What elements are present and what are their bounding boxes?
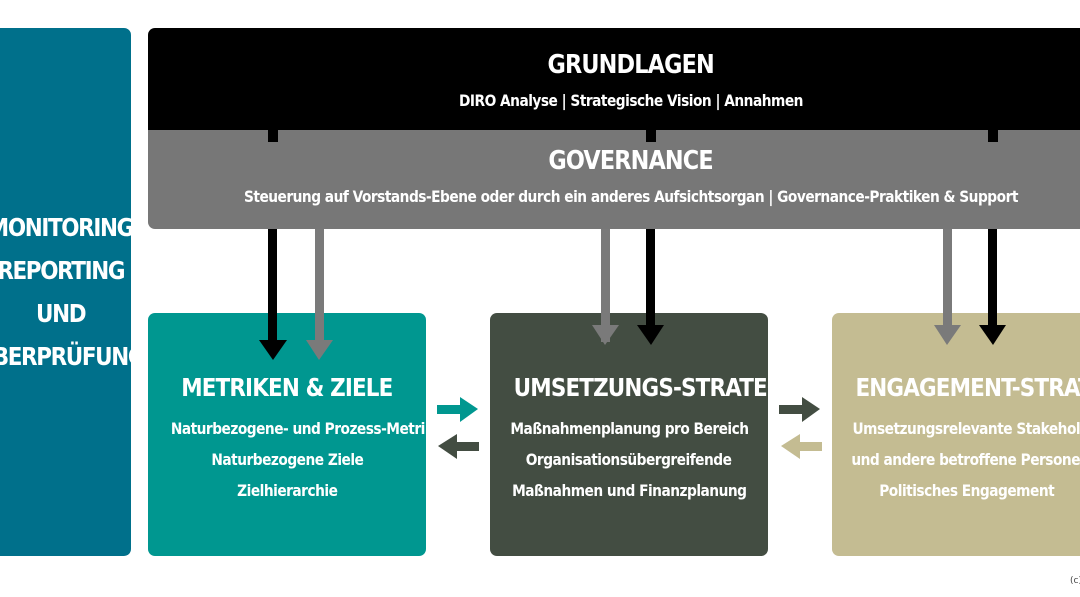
arrow-down-gray-engagement bbox=[934, 229, 961, 345]
connector-stub-center bbox=[646, 128, 656, 142]
arrow-right-umsetzung-to-engagement bbox=[779, 397, 820, 422]
connector-stub-right bbox=[988, 128, 998, 142]
connector-stub-left bbox=[268, 128, 278, 142]
arrow-down-black-umsetzung bbox=[637, 229, 664, 345]
arrow-right-metriken-to-umsetzung bbox=[437, 397, 478, 422]
engagement-line-3: Politisches Engagement bbox=[879, 481, 1055, 500]
engagement-strategie-card: ENGAGEMENT-STRATEGIE Umsetzungsrelevante… bbox=[832, 313, 1080, 556]
monitoring-line-1: MONITORING bbox=[0, 213, 134, 242]
governance-subtitle: Steuerung auf Vorstands-Ebene oder durch… bbox=[243, 187, 1018, 206]
umsetzung-line-1: Maßnahmenplanung pro Bereich bbox=[509, 419, 749, 438]
grundlagen-box: GRUNDLAGEN DIRO Analyse | Strategische V… bbox=[148, 28, 1080, 132]
arrow-down-gray-umsetzung bbox=[592, 229, 619, 345]
governance-box: GOVERNANCE Steuerung auf Vorstands-Ebene… bbox=[148, 130, 1080, 229]
grundlagen-title: GRUNDLAGEN bbox=[547, 50, 714, 80]
arrow-down-black-metriken bbox=[259, 229, 287, 360]
arrow-left-umsetzung-to-metriken bbox=[438, 434, 479, 459]
arrow-left-engagement-to-umsetzung bbox=[781, 434, 822, 459]
governance-title: GOVERNANCE bbox=[548, 146, 713, 176]
umsetzung-title: UMSETZUNGS-STRATEGIE bbox=[513, 373, 806, 402]
metriken-line-2: Naturbezogene Ziele bbox=[211, 450, 363, 469]
umsetzung-line-2: Organisationsübergreifende bbox=[526, 450, 732, 469]
arrow-down-gray-metriken bbox=[306, 229, 333, 360]
metriken-line-1: Naturbezogene- und Prozess-Metriken bbox=[170, 419, 452, 438]
umsetzungs-strategie-card: UMSETZUNGS-STRATEGIE Maßnahmenplanung pr… bbox=[490, 313, 806, 556]
monitoring-line-4: ÜBERPRÜFUNG bbox=[0, 342, 146, 371]
metriken-line-3: Zielhierarchie bbox=[236, 481, 338, 500]
monitoring-line-3: UND bbox=[35, 299, 87, 328]
metriken-ziele-card: METRIKEN & ZIELE Naturbezogene- und Proz… bbox=[148, 313, 452, 556]
engagement-title: ENGAGEMENT-STRATEGIE bbox=[855, 373, 1080, 402]
monitoring-reporting-panel: MONITORING REPORTING UND ÜBERPRÜFUNG bbox=[0, 28, 146, 556]
metriken-title: METRIKEN & ZIELE bbox=[181, 373, 393, 402]
monitoring-line-2: REPORTING bbox=[0, 256, 125, 285]
grundlagen-subtitle: DIRO Analyse | Strategische Vision | Ann… bbox=[458, 91, 803, 110]
engagement-line-1: Umsetzungsrelevante Stakeholder bbox=[852, 419, 1080, 438]
arrow-down-black-engagement bbox=[979, 229, 1006, 345]
copyright-notice: (c) bbox=[1070, 576, 1080, 586]
umsetzung-line-3: Maßnahmen und Finanzplanung bbox=[511, 481, 747, 500]
engagement-line-2: und andere betroffene Personen bbox=[851, 450, 1080, 469]
